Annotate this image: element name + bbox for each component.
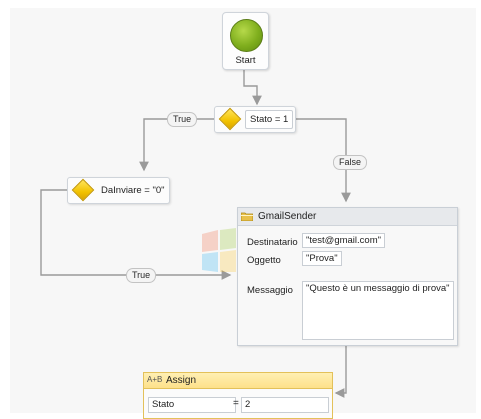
field-value-messaggio[interactable]: "Questo è un messaggio di prova" — [302, 281, 454, 340]
gmail-sender-header[interactable]: GmailSender — [238, 208, 457, 226]
start-label: Start — [235, 55, 256, 66]
edge-false-to-gmailsender — [294, 118, 351, 203]
gmail-sender-activity[interactable]: GmailSender Destinatario "test@gmail.com… — [237, 207, 458, 346]
field-label-oggetto: Oggetto — [247, 255, 281, 266]
edge-label-true-top: True — [167, 112, 198, 127]
decision-condition-field[interactable]: DaInviare = "0" — [101, 185, 165, 196]
field-label-messaggio: Messaggio — [247, 285, 293, 296]
field-value-destinatario[interactable]: "test@gmail.com" — [302, 233, 385, 248]
start-node[interactable]: Start — [222, 12, 269, 70]
edge-label-false: False — [333, 155, 368, 170]
field-value-oggetto[interactable]: "Prova" — [302, 251, 342, 266]
decision-diamond-icon — [71, 178, 95, 202]
assign-operator: = — [233, 398, 239, 409]
assign-value-field[interactable]: 2 — [241, 397, 329, 413]
gmail-sender-title: GmailSender — [258, 211, 317, 222]
edge-start-to-decision — [243, 68, 262, 106]
decision-diamond-icon — [218, 107, 242, 131]
edge-label-true-bottom: True — [126, 268, 157, 283]
decision-condition-field[interactable]: Stato = 1 — [245, 110, 294, 129]
start-circle-icon — [230, 19, 263, 52]
assign-title: Assign — [166, 375, 197, 386]
folder-icon — [241, 212, 253, 221]
field-label-destinatario: Destinatario — [247, 237, 298, 248]
assign-header[interactable]: A+B Assign — [144, 373, 332, 389]
assign-to-field[interactable]: Stato — [148, 397, 236, 413]
edge-gmailsender-to-assign — [334, 344, 347, 398]
decision-dainviare[interactable]: DaInviare = "0" — [67, 177, 170, 204]
watermark-logo-icon — [202, 228, 236, 272]
decision-stato[interactable]: Stato = 1 — [214, 106, 296, 133]
assign-activity[interactable]: A+B Assign Stato = 2 — [143, 372, 333, 419]
assign-icon: A+B — [147, 375, 163, 384]
